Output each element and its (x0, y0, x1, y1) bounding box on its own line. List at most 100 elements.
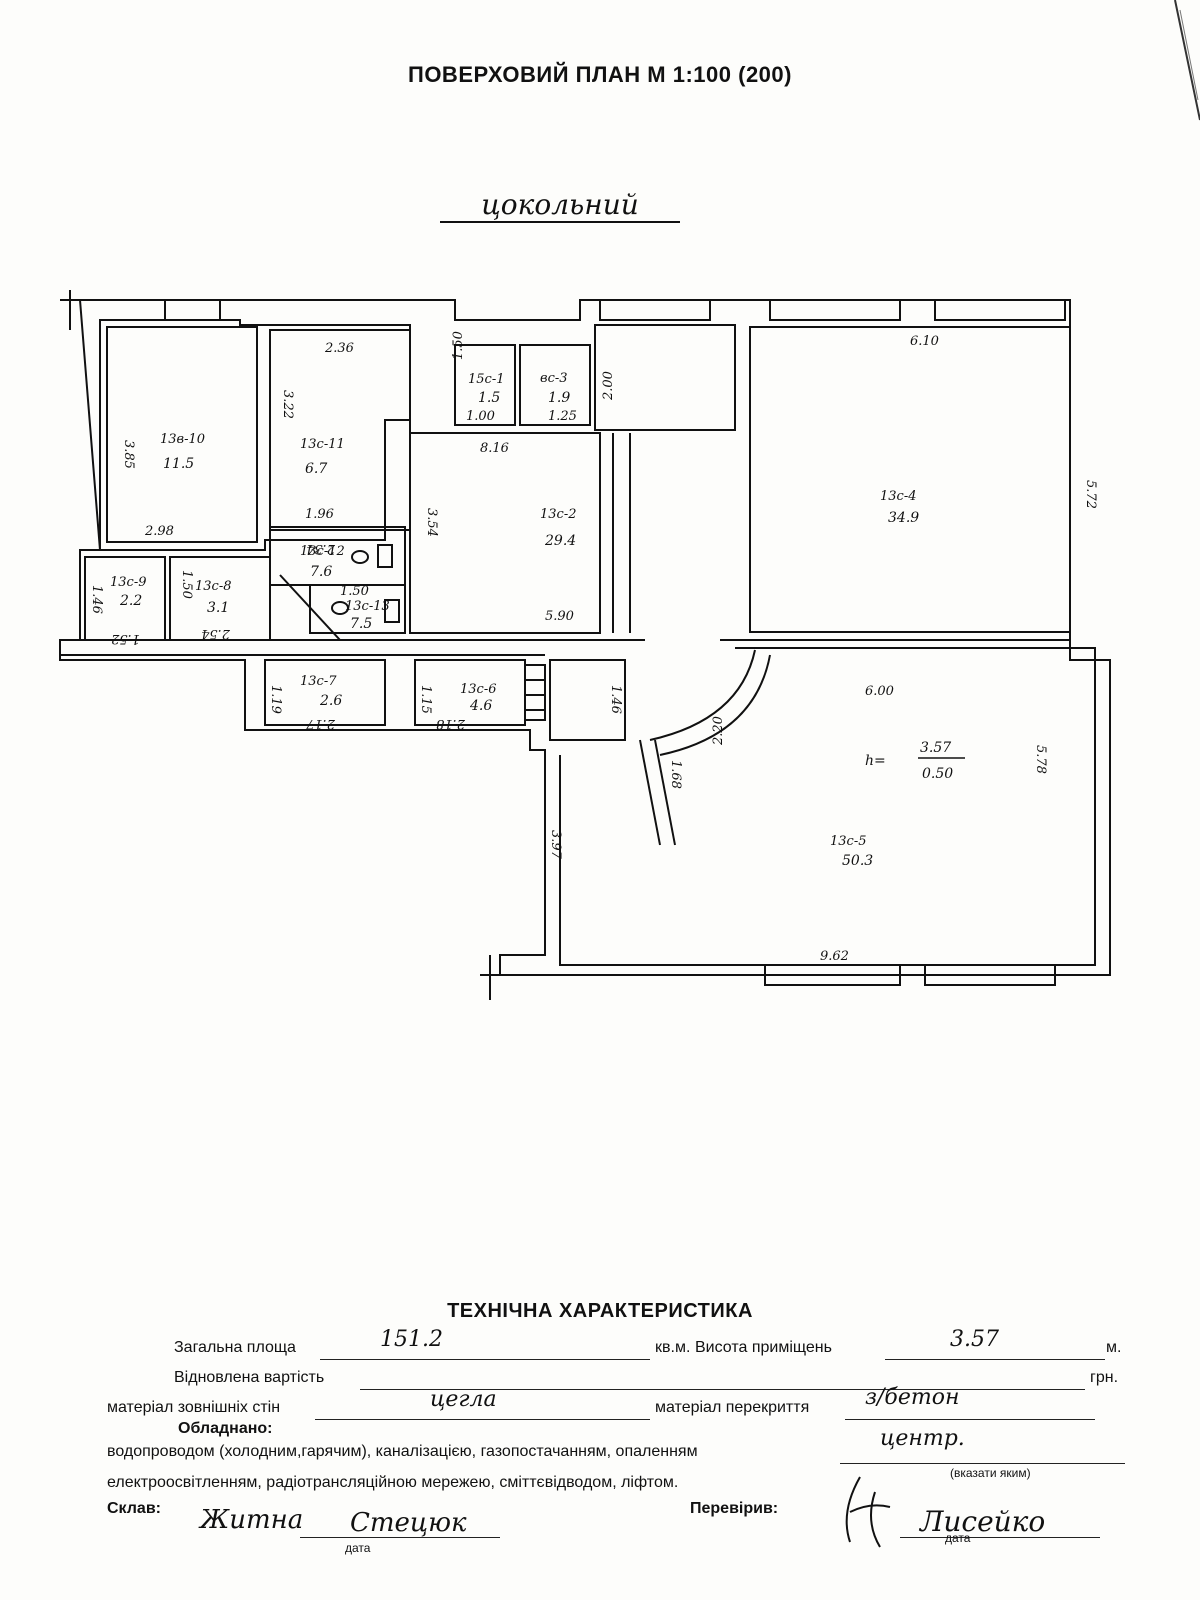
room-8-area: 3.1 (207, 600, 229, 616)
dim-r6-h: 1.15 (418, 685, 433, 714)
floor-plan: 13в-10 11.5 13с-11 6.7 15с-1 1.5 вс-3 1.… (59, 290, 1111, 1000)
composed-signature-2: Стецюк (350, 1508, 467, 1538)
equipped-line-1: водопроводом (холодним,гарячим), каналіз… (107, 1443, 698, 1460)
dim-r10-h: 3.85 (121, 440, 136, 469)
sink-fixture (384, 599, 400, 623)
room-4-code: 13с-4 (880, 489, 917, 504)
room-height-line (885, 1337, 1105, 1360)
total-area-label: Загальна площа (174, 1339, 296, 1356)
room-10-outline (106, 326, 258, 543)
section-mark (60, 290, 80, 330)
heating-value: центр. (880, 1426, 965, 1451)
height-num: 3.57 (920, 740, 951, 756)
curved-wall (649, 649, 756, 741)
checked-signature-mark (845, 1476, 891, 1548)
dim-r5-w-top: 6.00 (865, 684, 894, 699)
dim-r3-h: 2.00 (601, 371, 616, 401)
dim-r7-w: 2.17 (305, 716, 336, 731)
restored-value-line (360, 1367, 1085, 1390)
window (769, 299, 901, 321)
window (764, 964, 901, 986)
room-4-outline (749, 326, 1071, 633)
dim-r13-w: 1.50 (340, 584, 369, 599)
dim-r2-h: 3.54 (424, 508, 439, 537)
composed-date-line (300, 1527, 500, 1538)
dim-r9-h: 1.46 (89, 585, 104, 614)
height-den: 0.50 (922, 766, 953, 782)
unit-m: м. (1106, 1339, 1122, 1356)
room-6-code: 13с-6 (460, 682, 497, 697)
room-1-outline (454, 344, 516, 426)
dim-r4-h: 5.72 (1083, 480, 1098, 509)
room-10-code: 13в-10 (160, 432, 205, 447)
dim-r5-w: 9.62 (820, 949, 849, 964)
room-2-outline (409, 432, 601, 634)
total-area-line (320, 1337, 650, 1360)
room-3-area: 1.9 (548, 390, 570, 406)
dim-r1-w: 1.00 (466, 409, 495, 424)
dim-r7-h: 1.19 (268, 685, 283, 714)
room-9-code: 13с-9 (110, 575, 147, 590)
room-11-code: 13с-11 (300, 437, 345, 452)
checked-signature: Лисейко (920, 1505, 1046, 1538)
plan-title: ПОВЕРХОВИЙ ПЛАН М 1:100 (200) (408, 62, 792, 87)
heating-line (840, 1441, 1125, 1464)
dim-r8-w: 2.54 (201, 626, 231, 641)
tech-title: ТЕХНІЧНА ХАРАКТЕРИСТИКА (447, 1300, 753, 1322)
dim-r4-w: 6.10 (910, 334, 939, 349)
room-4-area: 34.9 (888, 510, 919, 526)
dim-r3-w: 1.25 (548, 409, 577, 424)
specify-note: (вказати яким) (950, 1466, 1031, 1480)
toilet-fixture (331, 601, 349, 615)
checked-date-label: дата (945, 1531, 971, 1545)
dim-r11-w2: 1.96 (305, 507, 334, 522)
room-1-code: 15с-1 (468, 372, 505, 387)
dim-wall: 1.68 (668, 760, 683, 789)
composed-date-label: дата (345, 1541, 371, 1555)
toilet-fixture (351, 550, 369, 564)
checked-label: Перевірив: (690, 1500, 779, 1517)
composed-signature-1: Житна (200, 1505, 304, 1535)
window (164, 299, 221, 321)
room-1-area: 1.5 (478, 390, 500, 406)
restored-value-label: Відновлена вартість (174, 1369, 325, 1386)
floor-material-label: матеріал перекриття (655, 1399, 810, 1416)
dim-r9-w: 1.52 (111, 631, 140, 646)
dim-r12-w: 2.34 (306, 541, 336, 556)
room-10-area: 11.5 (163, 456, 194, 472)
small-room (549, 659, 626, 741)
dim-r11-w: 2.36 (324, 341, 354, 356)
composed-label: Склав: (107, 1500, 161, 1517)
window (934, 299, 1066, 321)
window (924, 964, 1056, 986)
unit-uah: грн. (1090, 1369, 1119, 1386)
wall-material-line (315, 1397, 650, 1420)
angled-wall (639, 739, 661, 846)
room-9-area: 2.2 (119, 593, 142, 609)
checked-date-line (900, 1527, 1100, 1538)
dim-r2-w-top: 8.16 (480, 441, 509, 456)
room-12-code: 13с-12 (300, 544, 345, 559)
room-3-code: вс-3 (540, 371, 568, 386)
equipped-label: Обладнано: (178, 1420, 273, 1437)
unit-sqm: кв.м. (655, 1339, 691, 1356)
room-2-area: 29.4 (544, 533, 576, 549)
equipped-line-2: електроосвітленням, радіотрансляційною м… (107, 1474, 679, 1491)
sink-fixture (377, 544, 393, 568)
floor-material-line (845, 1397, 1095, 1420)
dim-corr-h: 1.46 (608, 685, 623, 714)
room-13-code: 13с-13 (345, 599, 390, 614)
wall-material-value: цегла (430, 1387, 497, 1412)
dim-r2-w: 5.90 (545, 609, 574, 624)
dim-r5-h: 5.78 (1033, 745, 1048, 774)
angled-wall (654, 739, 676, 846)
room-5-outline (559, 647, 1096, 966)
room-7-code: 13с-7 (300, 674, 337, 689)
dim-r1-h: 1.50 (451, 331, 466, 360)
room-12-area: 7.6 (310, 564, 332, 580)
room-7-area: 2.6 (319, 693, 342, 709)
window (599, 299, 711, 321)
room-7-outline (264, 659, 386, 726)
room-5-code: 13с-5 (830, 834, 867, 849)
